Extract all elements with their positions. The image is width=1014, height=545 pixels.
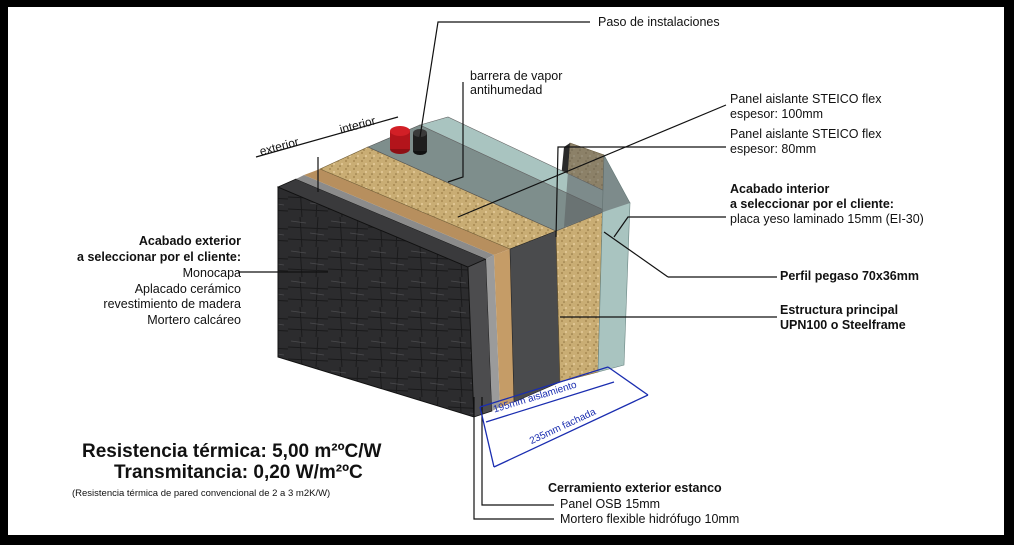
label-mortero-hidrofugo: Mortero flexible hidrófugo 10mm [560, 512, 740, 526]
summary-resistencia: Resistencia térmica: 5,00 m²ºC/W [82, 441, 382, 462]
osb-layer [304, 169, 510, 255]
mortar-layer [296, 175, 494, 259]
summary-transmitancia: Transmitancia: 0,20 W/m²ºC [114, 462, 363, 483]
label-madera: revestimiento de madera [103, 297, 241, 311]
label-osb: Panel OSB 15mm [560, 497, 661, 511]
label-cerramiento: Cerramiento exterior estanco [548, 481, 722, 495]
label-panel100-1: Panel aislante STEICO flex [730, 92, 882, 106]
wall-section-drawing [238, 21, 777, 520]
label-estructura-2: UPN100 o Steelframe [780, 318, 906, 332]
summary-nota: (Resistencia térmica de pared convencion… [72, 488, 331, 499]
label-panel100-2: espesor: 100mm [730, 107, 824, 121]
label-barrera-vapor-1: barrera de vapor [470, 69, 563, 83]
label-acabado-exterior-1: Acabado exterior [138, 234, 241, 248]
label-acabado-interior-1: Acabado interior [730, 182, 830, 196]
diagram-frame: Paso de instalaciones barrera de vapor a… [8, 7, 1004, 535]
label-aplacado: Aplacado cerámico [134, 282, 241, 296]
label-monocapa: Monocapa [182, 266, 241, 280]
dark-board-side [509, 230, 561, 403]
label-perfil-pegaso: Perfil pegaso 70x36mm [780, 269, 919, 283]
label-paso-instalaciones: Paso de instalaciones [598, 15, 720, 29]
label-acabado-exterior-2: a seleccionar por el cliente: [77, 250, 241, 264]
label-panel80-2: espesor: 80mm [730, 142, 817, 156]
leader-lines [238, 21, 777, 520]
label-acabado-interior-3: placa yeso laminado 15mm (EI-30) [730, 212, 924, 226]
label-mortero-calcareo: Mortero calcáreo [147, 313, 241, 327]
installation-pipes [390, 126, 427, 155]
label-panel80-1: Panel aislante STEICO flex [730, 127, 882, 141]
dimension-lines [479, 366, 649, 468]
label-estructura-1: Estructura principal [780, 303, 899, 317]
label-acabado-interior-2: a seleccionar por el cliente: [730, 197, 894, 211]
label-barrera-vapor-2: antihumedad [470, 83, 543, 97]
